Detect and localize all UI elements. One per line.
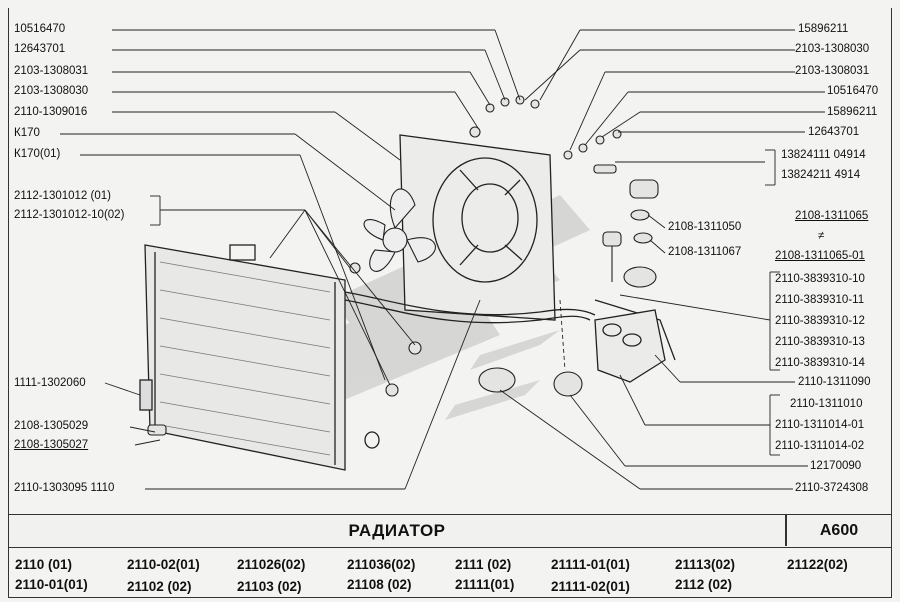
- part-label-2108-1305027: 2108-1305027: [14, 439, 89, 451]
- part-label-2108-1311050: 2108-1311050: [668, 221, 742, 233]
- not-equal-sign: ≠: [818, 230, 825, 242]
- part-label-2103-1308031-left: 2103-1308031: [14, 65, 89, 77]
- model-item: 21111(01): [455, 577, 515, 592]
- part-label-k170: К170: [14, 127, 40, 139]
- part-label-10516470-left: 10516470: [14, 23, 66, 35]
- model-item: 21108 (02): [347, 577, 412, 592]
- expansion-tank: [594, 309, 666, 383]
- page-code: А600: [819, 522, 859, 539]
- model-item: 2112 (02): [675, 577, 733, 592]
- model-item: 2111 (02): [455, 557, 512, 572]
- part-label-2110-3839310-13: 2110-3839310-13: [775, 336, 865, 348]
- part-label-2110-3839310-11: 2110-3839310-11: [775, 294, 865, 306]
- model-item: 21111-02(01): [551, 579, 630, 594]
- model-item: 211026(02): [237, 557, 306, 572]
- model-item: 2110 (01): [15, 557, 73, 572]
- page-title: РАДИАТОР: [348, 521, 446, 540]
- part-label-2110-3839310-10: 2110-3839310-10: [775, 273, 865, 285]
- part-label-2108-1311065-01: 2108-1311065-01: [775, 250, 865, 262]
- title-divider: [785, 515, 787, 546]
- part-label-2103-1308030-left: 2103-1308030: [14, 85, 89, 97]
- part-label-2110-3839310-14: 2110-3839310-14: [775, 357, 865, 369]
- part-label-2110-1311090: 2110-1311090: [798, 376, 871, 388]
- model-item: 21113(02): [675, 557, 736, 572]
- title-bar: РАДИАТОР А600: [8, 514, 892, 548]
- model-item: 2110-01(01): [15, 577, 88, 592]
- leader-lines: [60, 29, 825, 490]
- model-item: 21122(02): [787, 557, 848, 572]
- vehicle-models-table: 2110 (01) 2110-02(01) 211026(02) 211036(…: [8, 548, 892, 598]
- part-label-2103-1308030-right: 2103-1308030: [795, 43, 870, 55]
- radiator-exploded-diagram: [60, 29, 825, 490]
- part-label-2110-3839310-12: 2110-3839310-12: [775, 315, 865, 327]
- part-label-2112-1301012: 2112-1301012 (01): [14, 190, 111, 202]
- part-label-2110-1311014-01: 2110-1311014-01: [775, 419, 865, 431]
- part-label-k170-01: К170(01): [14, 148, 61, 160]
- part-label-10516470-right: 10516470: [827, 85, 879, 97]
- part-label-2110-3724308: 2110-3724308: [795, 482, 869, 494]
- part-label-12643701-left: 12643701: [14, 43, 66, 55]
- part-label-2108-1311065: 2108-1311065: [795, 210, 869, 222]
- hoses: [344, 291, 676, 361]
- model-item: 21111-01(01): [551, 557, 630, 572]
- part-label-2103-1308031-right: 2103-1308031: [795, 65, 870, 77]
- part-label-2110-1311010: 2110-1311010: [790, 398, 863, 410]
- part-label-12170090: 12170090: [810, 460, 862, 472]
- model-item: 21103 (02): [237, 579, 302, 594]
- part-label-2108-1305029: 2108-1305029: [14, 420, 89, 432]
- part-label-1111-1302060: 1111-1302060: [14, 377, 86, 389]
- radiator: [139, 244, 380, 471]
- part-label-13824111: 13824111 04914: [781, 149, 866, 161]
- fan-blades: [363, 188, 436, 272]
- part-label-15896211-right: 15896211: [798, 23, 849, 35]
- part-label-2110-1303095: 2110-1303095 1110: [14, 482, 115, 494]
- part-label-2110-1311014-02: 2110-1311014-02: [775, 440, 865, 452]
- fan-shroud: [399, 134, 556, 321]
- part-label-12643701-right: 12643701: [808, 126, 860, 138]
- part-label-15896211-right-2: 15896211: [827, 106, 878, 118]
- part-label-2110-1309016: 2110-1309016: [14, 106, 88, 118]
- part-label-2112-1301012-10: 2112-1301012-10(02): [14, 209, 125, 221]
- part-label-13824211: 13824211 4914: [781, 169, 861, 181]
- model-item: 211036(02): [347, 557, 416, 572]
- model-item: 21102 (02): [127, 579, 192, 594]
- part-label-2108-1311067: 2108-1311067: [668, 246, 742, 258]
- caps-and-fasteners: [147, 95, 659, 436]
- model-item: 2110-02(01): [127, 557, 200, 572]
